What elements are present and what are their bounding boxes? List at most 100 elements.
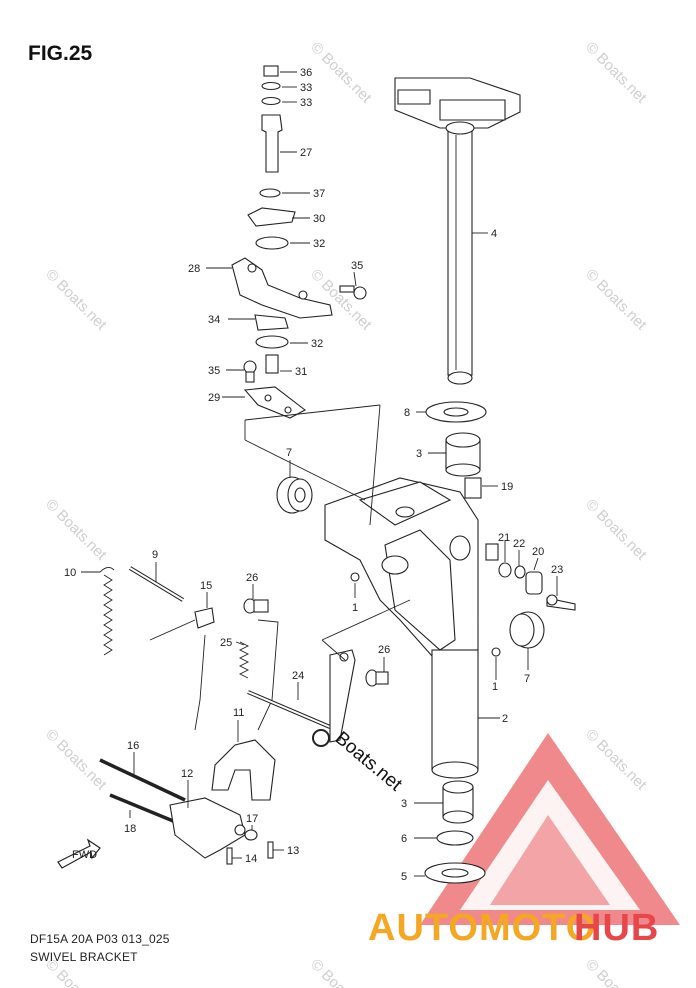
- bolt-spring-group-parts-20-23: [485, 543, 576, 611]
- swivel-bracket-body: [324, 477, 479, 779]
- washer-part-5-hole: [441, 868, 469, 878]
- callout-37: 37: [313, 188, 325, 200]
- automotohub-brand-watermark: AUTOMOTO HUB: [368, 907, 659, 949]
- watermark-text: © Boats.net: [582, 39, 650, 107]
- callout-28: 28: [188, 263, 200, 275]
- callout-4: 4: [491, 228, 497, 240]
- callout-5: 5: [401, 871, 407, 883]
- callout-13: 13: [287, 845, 299, 857]
- callout-numbers: 36 33 33 27 37 30 32 28 35 34 32 35 31 2…: [64, 67, 563, 883]
- callout-10: 10: [64, 567, 76, 579]
- callout-21: 21: [498, 532, 510, 544]
- washer-part-8-hole: [443, 407, 469, 417]
- watermark-text: © Boats.net: [307, 956, 375, 988]
- rod-part-16: [99, 758, 186, 802]
- callout-27: 27: [300, 147, 312, 159]
- callout-16: 16: [127, 740, 139, 752]
- watermark-text: © Boats.net: [582, 956, 650, 988]
- bolt-part-35-upper: [339, 285, 367, 300]
- center-watermark: Boats.net: [312, 728, 407, 796]
- callout-6: 6: [401, 833, 407, 845]
- callout-7: 7: [286, 447, 292, 459]
- boats-net-watermark: Boats.net: [331, 728, 407, 796]
- callout-17: 17: [246, 813, 258, 825]
- callout-32: 32: [311, 338, 323, 350]
- bushing-part-7-left: [276, 476, 313, 514]
- bolt-part-26-lower: [365, 669, 389, 687]
- leader-lines: [81, 71, 558, 877]
- callout-29: 29: [208, 392, 220, 404]
- spring-part-25: [238, 619, 279, 731]
- callout-8: 8: [404, 407, 410, 419]
- callout-26: 26: [246, 572, 258, 584]
- tilt-lever-part-28: [231, 257, 333, 319]
- callout-7: 7: [524, 673, 530, 685]
- callout-35: 35: [208, 365, 220, 377]
- callout-12: 12: [181, 768, 193, 780]
- screw-part-1-lower: [491, 647, 501, 657]
- rod-part-24: [247, 649, 356, 743]
- brand-text-hub: HUB: [574, 907, 659, 949]
- bracket-part-12: [169, 797, 246, 859]
- bushing-part-3-lower: [442, 780, 474, 824]
- upper-stack-parts: [247, 65, 296, 250]
- pad-part-19: [464, 477, 482, 499]
- watermark-text: © Boats.net: [307, 266, 375, 334]
- bracket-part-12-hole: [234, 824, 246, 836]
- bracket-part-29: [243, 386, 307, 419]
- pin-part-31: [265, 354, 279, 374]
- callout-35: 35: [351, 260, 363, 272]
- callout-3: 3: [416, 448, 422, 460]
- callout-22: 22: [513, 538, 525, 550]
- callout-18: 18: [124, 823, 136, 835]
- steering-shaft-part-4: [394, 77, 521, 385]
- callout-1: 1: [352, 602, 358, 614]
- fwd-arrow-icon: FWD: [57, 838, 101, 869]
- fwd-label: FWD: [72, 849, 97, 861]
- figure-title: FIG.25: [28, 42, 93, 65]
- callout-14: 14: [245, 853, 257, 865]
- callout-26: 26: [378, 644, 390, 656]
- callout-20: 20: [532, 546, 544, 558]
- watermark-text: © Boats.net: [582, 266, 650, 334]
- spring-part-10: [99, 567, 115, 656]
- pin-part-13: [267, 841, 274, 859]
- watermark-text: © Boats.net: [42, 266, 110, 334]
- washer-part-6: [436, 830, 474, 846]
- callout-9: 9: [152, 549, 158, 561]
- callout-2: 2: [502, 713, 508, 725]
- callout-19: 19: [501, 481, 513, 493]
- watermark-text: © Boats.net: [582, 726, 650, 794]
- figure-name-caption: SWIVEL BRACKET: [30, 950, 138, 964]
- bushing-part-7-right: [509, 611, 545, 649]
- screw-part-1-upper: [350, 572, 360, 582]
- callout-32: 32: [313, 238, 325, 250]
- watermark-text: © Boats.net: [42, 496, 110, 564]
- callout-11: 11: [233, 707, 244, 719]
- callout-30: 30: [313, 213, 325, 225]
- bolt-part-35-lower: [243, 360, 257, 383]
- watermark-text: © Boats.net: [307, 39, 375, 107]
- callout-1: 1: [492, 681, 498, 693]
- callout-33: 33: [300, 82, 312, 94]
- pin-part-14: [226, 847, 233, 865]
- callout-31: 31: [295, 366, 307, 378]
- callout-25: 25: [220, 637, 232, 649]
- automotohub-logo: [420, 733, 680, 925]
- brand-text-automoto: AUTOMOTO: [368, 907, 596, 949]
- plate-part-34: [254, 314, 289, 331]
- nut-part-17: [244, 829, 258, 841]
- bracket-part-11: [211, 739, 276, 801]
- callout-36: 36: [300, 67, 312, 79]
- callout-34: 34: [208, 314, 220, 326]
- callout-24: 24: [292, 670, 304, 682]
- bushing-part-3-upper: [445, 432, 481, 477]
- callout-15: 15: [200, 580, 212, 592]
- callout-33: 33: [300, 97, 312, 109]
- callout-23: 23: [551, 564, 563, 576]
- figure-code-caption: DF15A 20A P03 013_025: [30, 932, 170, 946]
- link-part-15: [149, 607, 215, 731]
- watermark-text: © Boats.net: [582, 496, 650, 564]
- callout-3: 3: [401, 798, 407, 810]
